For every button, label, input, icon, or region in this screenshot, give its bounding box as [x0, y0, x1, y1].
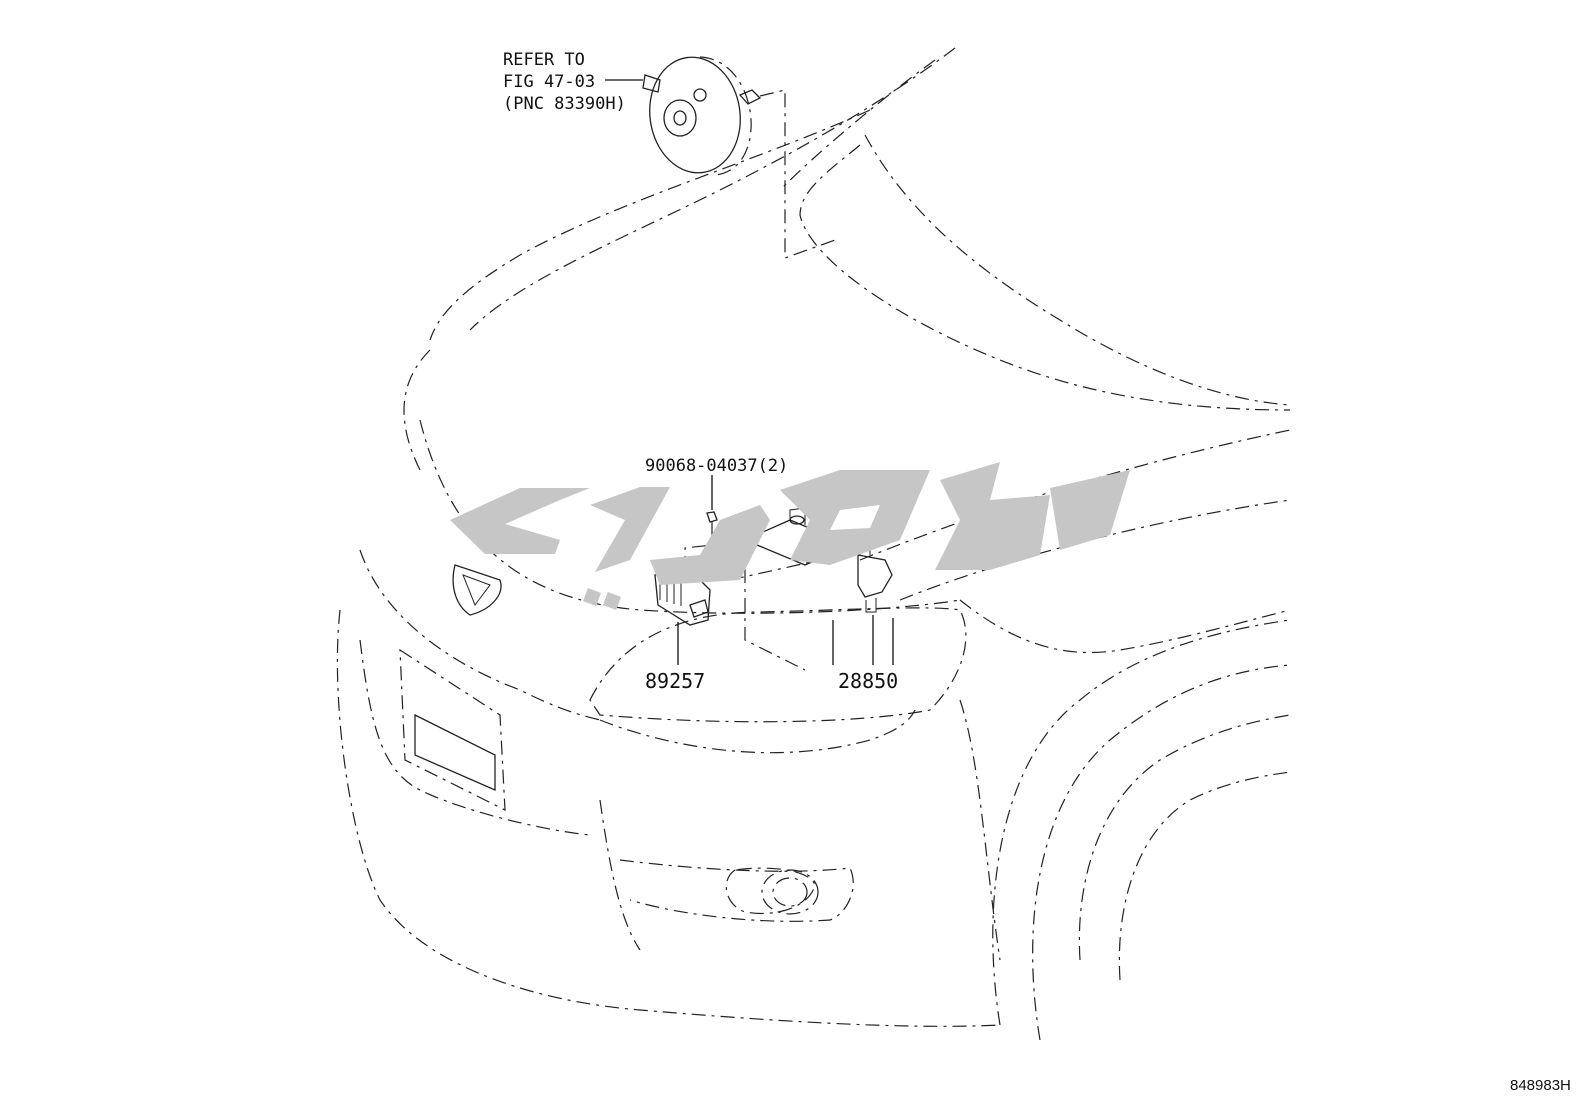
callout-labels: REFER TO FIG 47-03 (PNC 83390H) 90068-04… [503, 50, 1571, 1094]
car-body-outline [336, 47, 1291, 1041]
brand-watermark-logo [450, 462, 1130, 610]
refer-label-line2: FIG 47-03 [503, 72, 595, 92]
diagram-id: 848983H [1510, 1077, 1571, 1094]
refer-label-line1: REFER TO [503, 50, 585, 70]
bolt-part-number: 90068-04037(2) [645, 456, 788, 476]
module-left-part-number: 89257 [645, 669, 705, 693]
brake-booster [642, 56, 836, 259]
car-emblem-icon [452, 564, 502, 616]
module-right-part-number: 28850 [838, 669, 898, 693]
leader-lines [605, 79, 894, 665]
refer-label-line3: (PNC 83390H) [503, 94, 626, 114]
